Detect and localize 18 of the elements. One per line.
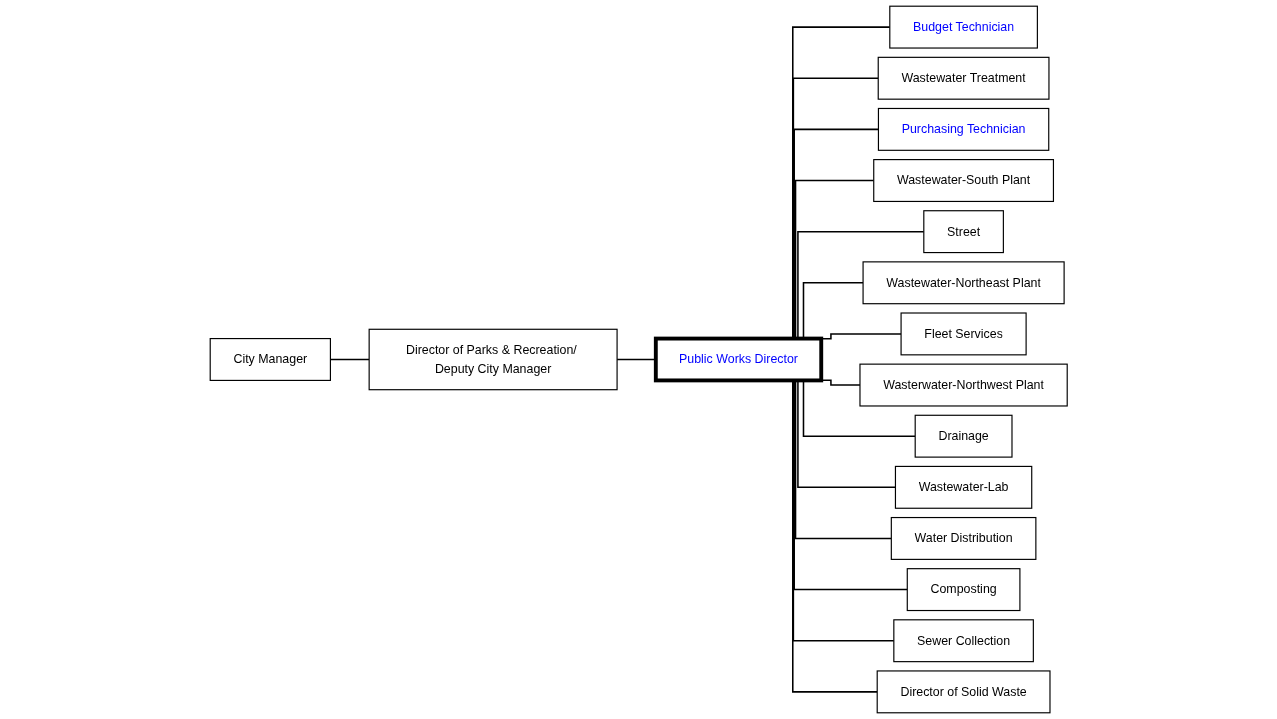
node-box xyxy=(859,363,1068,407)
node-box xyxy=(872,159,1054,202)
node-box xyxy=(893,619,1034,663)
node-box xyxy=(877,107,1050,151)
org-chart: City Manager Director of Parks & Recreation/ Deputy City Manager Public Works Director Budget Technician Wastewater Treatment Purchasing Technician Wastewater-South Plant Street Wastewater-Northeast Plant Fleet Services Wasterwater-Northwest Plant Drainage Wastewater-Lab Water Distribution Composting Sewer Collection Director of Solid Waste xyxy=(203,0,1074,719)
node-box xyxy=(209,338,331,381)
node-box xyxy=(368,328,618,391)
node-box xyxy=(876,670,1051,714)
node-box xyxy=(923,210,1004,254)
node-box xyxy=(877,56,1050,100)
node-box xyxy=(906,568,1021,612)
node-box xyxy=(653,336,823,383)
node-box xyxy=(894,465,1033,509)
node-box xyxy=(890,516,1037,560)
node-box xyxy=(914,414,1013,458)
node-box xyxy=(900,312,1027,356)
node-box xyxy=(889,5,1038,49)
node-box xyxy=(862,261,1065,305)
